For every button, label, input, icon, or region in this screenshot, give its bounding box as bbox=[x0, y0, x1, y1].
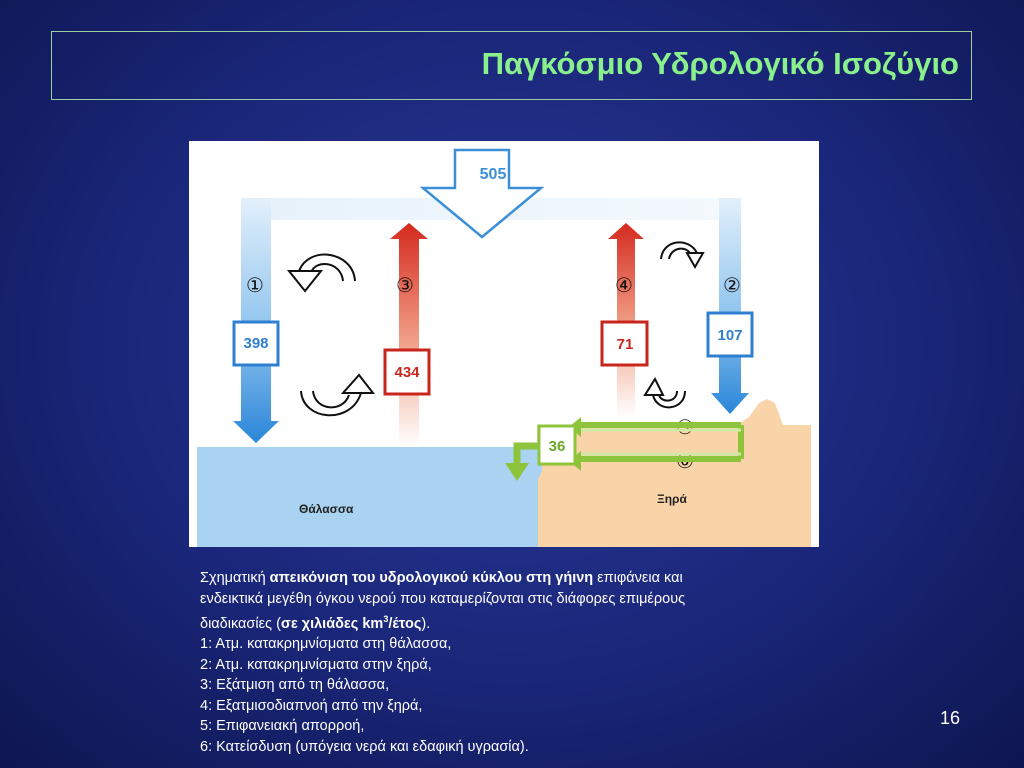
caption-item: 6: Κατείσδυση (υπόγεια νερά και εδαφική … bbox=[200, 738, 529, 755]
arrow-4-evapotranspiration bbox=[608, 223, 644, 417]
diagram-svg: Θάλασσα Ξηρά 505 398 107 434 71 ① ③ ④ ② … bbox=[197, 148, 811, 547]
caption-item: 5: Επιφανειακή απορροή, bbox=[200, 718, 365, 735]
circulation-arrow-1-head bbox=[286, 270, 324, 293]
title-box: Παγκόσμιο Υδρολογικό Ισοζύγιο bbox=[51, 31, 972, 100]
caption-item: 1: Ατμ. κατακρημνίσματα στη θάλασσα, bbox=[200, 636, 452, 653]
hydrologic-cycle-diagram: Θάλασσα Ξηρά 505 398 107 434 71 ① ③ ④ ② … bbox=[189, 141, 819, 547]
caption-units: σε χιλιάδες km3/έτος bbox=[280, 614, 422, 632]
land-label: Ξηρά bbox=[657, 492, 687, 506]
runoff-lines-inner bbox=[581, 428, 741, 456]
marker-3: ③ bbox=[396, 273, 414, 297]
value-box-398 bbox=[232, 320, 280, 367]
arrow-505-input bbox=[419, 148, 545, 239]
sea-area bbox=[197, 447, 542, 547]
caption-line-2: ενδεικτικά μεγέθη όγκου νερού που καταμε… bbox=[200, 590, 686, 607]
arrow-2-precip-land bbox=[711, 198, 749, 414]
caption-text: επιφάνεια και bbox=[593, 570, 683, 586]
caption-text: ). bbox=[421, 615, 431, 632]
slide-title: Παγκόσμιο Υδρολογικό Ισοζύγιο bbox=[481, 46, 959, 81]
caption-item: 3: Εξάτμιση από τη θάλασσα, bbox=[200, 677, 390, 694]
caption-units-text: /έτος bbox=[388, 615, 422, 632]
caption-text: διαδικασίες ( bbox=[200, 615, 281, 632]
value-box-107 bbox=[706, 311, 754, 358]
marker-4: ④ bbox=[615, 273, 633, 297]
circulation-arrow-2 bbox=[300, 390, 362, 417]
flow-2-value: 107 bbox=[717, 327, 742, 344]
flow-3-value: 434 bbox=[394, 364, 420, 381]
circulation-arrow-4 bbox=[652, 390, 686, 409]
circulation-arrow-3-head bbox=[685, 252, 705, 270]
runoff-sea-head bbox=[505, 463, 529, 481]
caption-item: 4: Εξατμισοδιαπνοή από την ξηρά, bbox=[200, 697, 423, 714]
circulation-arrow-4-head bbox=[643, 376, 665, 396]
circulation-arrow-2-head bbox=[340, 373, 376, 394]
caption-bold-text: απεικόνιση του υδρολογικού κύκλου στη γή… bbox=[269, 570, 594, 586]
circulation-arrow-1 bbox=[298, 253, 356, 282]
caption-units-sup: 3 bbox=[383, 614, 389, 624]
marker-2: ② bbox=[723, 273, 741, 297]
page-number: 16 bbox=[940, 708, 961, 728]
caption-line-1: Σχηματική απεικόνιση του υδρολογικού κύκ… bbox=[200, 568, 800, 589]
marker-1: ① bbox=[246, 273, 264, 297]
runoff-to-sea bbox=[513, 442, 539, 467]
flow-5-value: 36 bbox=[549, 438, 566, 455]
flow-4-value: 71 bbox=[617, 336, 634, 353]
value-box-71 bbox=[600, 320, 649, 367]
caption-line-3: διαδικασίες (σε χιλιάδες km3/έτος). bbox=[200, 609, 800, 634]
sea-label: Θάλασσα bbox=[299, 502, 354, 516]
flow-1-value: 398 bbox=[243, 335, 268, 352]
caption-text: Σχηματική bbox=[200, 570, 270, 586]
value-box-434 bbox=[383, 348, 431, 396]
figure-caption: Σχηματική απεικόνιση του υδρολογικού κύκ… bbox=[200, 568, 800, 757]
top-value: 505 bbox=[480, 166, 507, 183]
caption-units-text: σε χιλιάδες km bbox=[280, 615, 384, 632]
arrow-3-evaporation bbox=[390, 223, 428, 447]
caption-item: 2: Ατμ. κατακρημνίσματα στην ξηρά, bbox=[200, 656, 432, 673]
value-box-36 bbox=[537, 424, 577, 466]
